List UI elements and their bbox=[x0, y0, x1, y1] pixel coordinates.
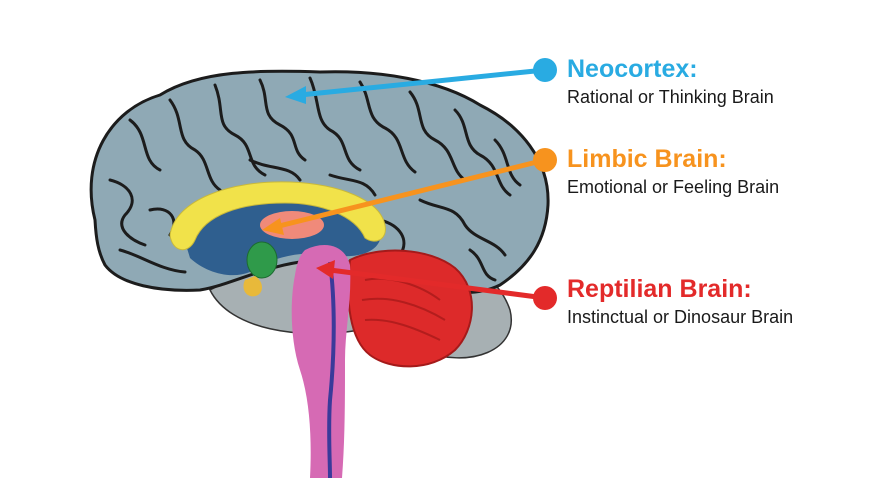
corpus-callosum bbox=[169, 181, 386, 250]
limbic-callout: Limbic Brain: Emotional or Feeling Brain bbox=[567, 144, 779, 201]
limbic-description: Emotional or Feeling Brain bbox=[567, 177, 780, 197]
gyri-lines bbox=[108, 76, 522, 282]
brainstem bbox=[291, 245, 351, 478]
reptilian-pointer bbox=[316, 260, 557, 310]
reptilian-callout: Reptilian Brain: Instinctual or Dinosaur… bbox=[567, 274, 797, 331]
neocortex-pointer bbox=[285, 58, 557, 104]
cerebellum-folds bbox=[361, 277, 446, 341]
reptilian-title: Reptilian Brain: bbox=[567, 275, 752, 303]
spinal-canal bbox=[327, 261, 336, 478]
amygdala bbox=[246, 241, 278, 279]
limbic-title: Limbic Brain: bbox=[567, 145, 727, 173]
cerebellum bbox=[347, 249, 473, 368]
limbic-pointer bbox=[262, 148, 557, 235]
neocortex-description: Rational or Thinking Brain bbox=[567, 87, 774, 107]
neocortex-callout: Neocortex: Rational or Thinking Brain bbox=[567, 54, 774, 111]
pituitary bbox=[243, 276, 262, 297]
reptilian-description: Instinctual or Dinosaur Brain bbox=[567, 307, 794, 327]
neocortex-title: Neocortex: bbox=[567, 55, 698, 83]
